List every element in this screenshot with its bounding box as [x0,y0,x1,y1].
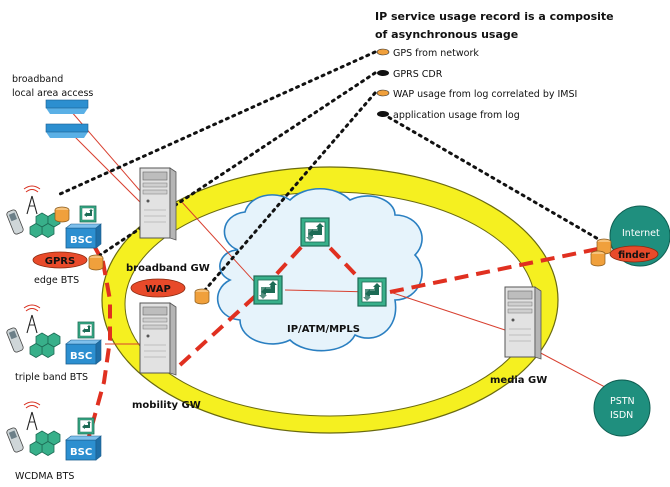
broadband-access: broadband local area access [12,74,93,138]
wcdma-hex-icon [29,430,61,456]
mobility-gw-server-icon [139,302,177,376]
finder-db-icon-2 [590,250,606,267]
broadband-gw-server-icon [139,167,177,241]
wap-node: WAP [130,278,210,305]
legend-gps-marker [376,48,390,56]
media-gw: media GW [490,286,547,386]
pstn-isdn-node: PSTN ISDN [593,379,651,437]
core-routers: IP/ATM/MPLS [253,217,387,335]
wcdma-tower-icon [23,401,41,431]
wcdma-bts: BSC WCDMA BTS [5,401,102,482]
core-router-top-icon [300,217,330,247]
access-device-1 [45,99,89,114]
gprs-label: GPRS [45,256,75,267]
core-network-label: IP/ATM/MPLS [287,324,360,335]
legend: GPS from network GPRS CDR WAP usage from… [376,48,577,121]
media-gw-server-icon [504,286,542,360]
finder-ellipse [609,245,659,263]
edge-tower-icon [23,185,41,215]
finder-label: finder [618,250,650,261]
triple-band-bts: BSC triple band BTS [5,304,102,383]
internet-node: Internet finder [590,205,670,267]
header-title-line2: of asynchronous usage [375,28,518,41]
wap-db-icon [194,288,210,305]
triple-router-icon [77,321,95,339]
wap-ellipse [130,278,186,298]
edge-phone-icon [5,208,25,236]
broadband-gw: broadband GW [126,167,210,274]
header-title-line1: IP service usage record is a composite [375,10,614,23]
wcdma-phone-icon [5,426,25,454]
gprs-ellipse [32,251,88,269]
broadband-access-label-2: local area access [12,88,93,99]
core-router-left-icon [253,275,283,305]
gprs-db-icon [88,254,104,271]
triple-bsc-label: BSC [70,351,92,362]
access-device-2 [45,123,89,138]
legend-app-marker [377,111,389,117]
legend-gprs-marker [377,70,389,76]
wcdma-router-icon [77,417,95,435]
legend-app-label: application usage from log [393,110,520,121]
pstn-label: PSTN [610,396,635,407]
triple-hex-icon [29,332,61,358]
core-router-right-icon [357,277,387,307]
legend-gps-label: GPS from network [393,48,479,59]
mobility-gw-label: mobility GW [132,400,201,411]
broadband-gw-label: broadband GW [126,263,210,274]
wcdma-bts-label: WCDMA BTS [15,471,74,482]
edge-bts-label: edge BTS [34,275,79,286]
triple-band-bts-label: triple band BTS [15,372,88,383]
edge-db-icon [54,206,70,223]
legend-gprs-label: GPRS CDR [393,69,443,80]
mobility-gw: mobility GW [132,302,201,411]
internet-label: Internet [622,228,660,239]
broadband-access-label-1: broadband [12,74,63,85]
ip-atm-mpls-cloud [216,188,423,352]
triple-phone-icon [5,326,25,354]
media-gw-label: media GW [490,375,547,386]
pstn-circle [593,379,651,437]
wcdma-bsc-label: BSC [70,447,92,458]
legend-wap-marker [376,89,390,97]
triple-tower-icon [23,304,41,334]
isdn-label: ISDN [610,410,633,421]
legend-wap-label: WAP usage from log correlated by IMSI [393,89,577,100]
wap-label: WAP [145,284,171,295]
edge-router-icon [79,205,97,223]
edge-bts: BSC GPRS edge BTS [5,185,104,286]
edge-bsc-label: BSC [70,235,92,246]
